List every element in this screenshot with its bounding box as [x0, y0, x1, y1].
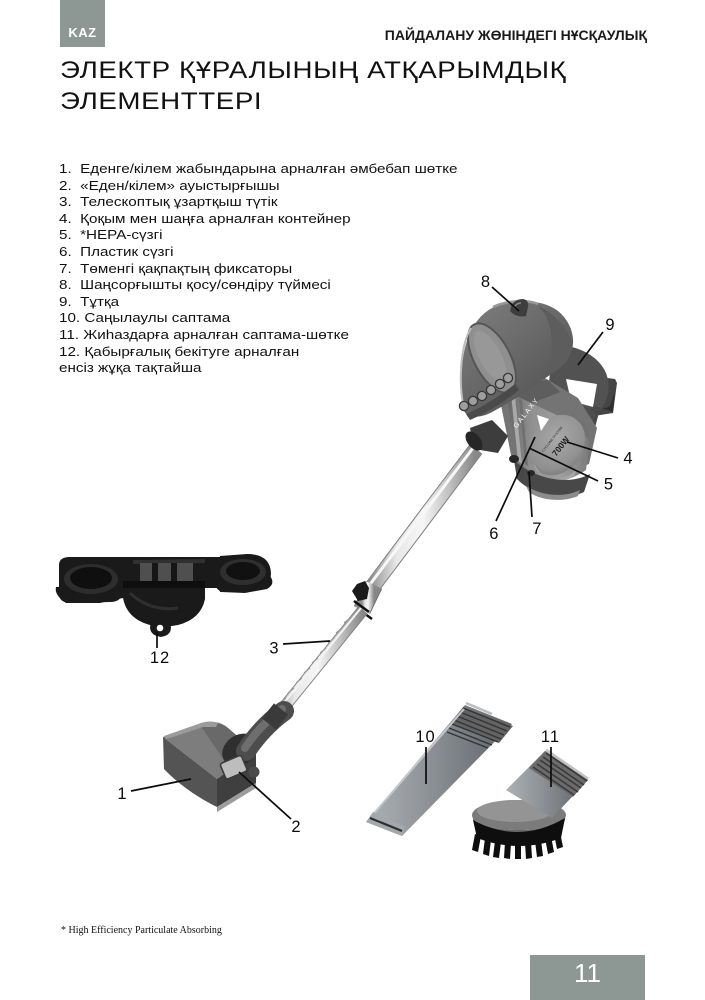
svg-text:1: 1	[117, 785, 127, 803]
svg-text:3: 3	[269, 640, 279, 658]
svg-text:8: 8	[481, 273, 491, 291]
svg-text:7: 7	[532, 520, 542, 538]
svg-text:10: 10	[415, 728, 435, 746]
svg-text:6: 6	[489, 525, 499, 543]
svg-text:2: 2	[291, 818, 301, 836]
svg-text:4: 4	[623, 450, 633, 468]
svg-text:5: 5	[604, 476, 614, 494]
svg-text:11: 11	[541, 728, 560, 746]
svg-text:9: 9	[605, 316, 615, 334]
svg-text:12: 12	[150, 649, 170, 667]
